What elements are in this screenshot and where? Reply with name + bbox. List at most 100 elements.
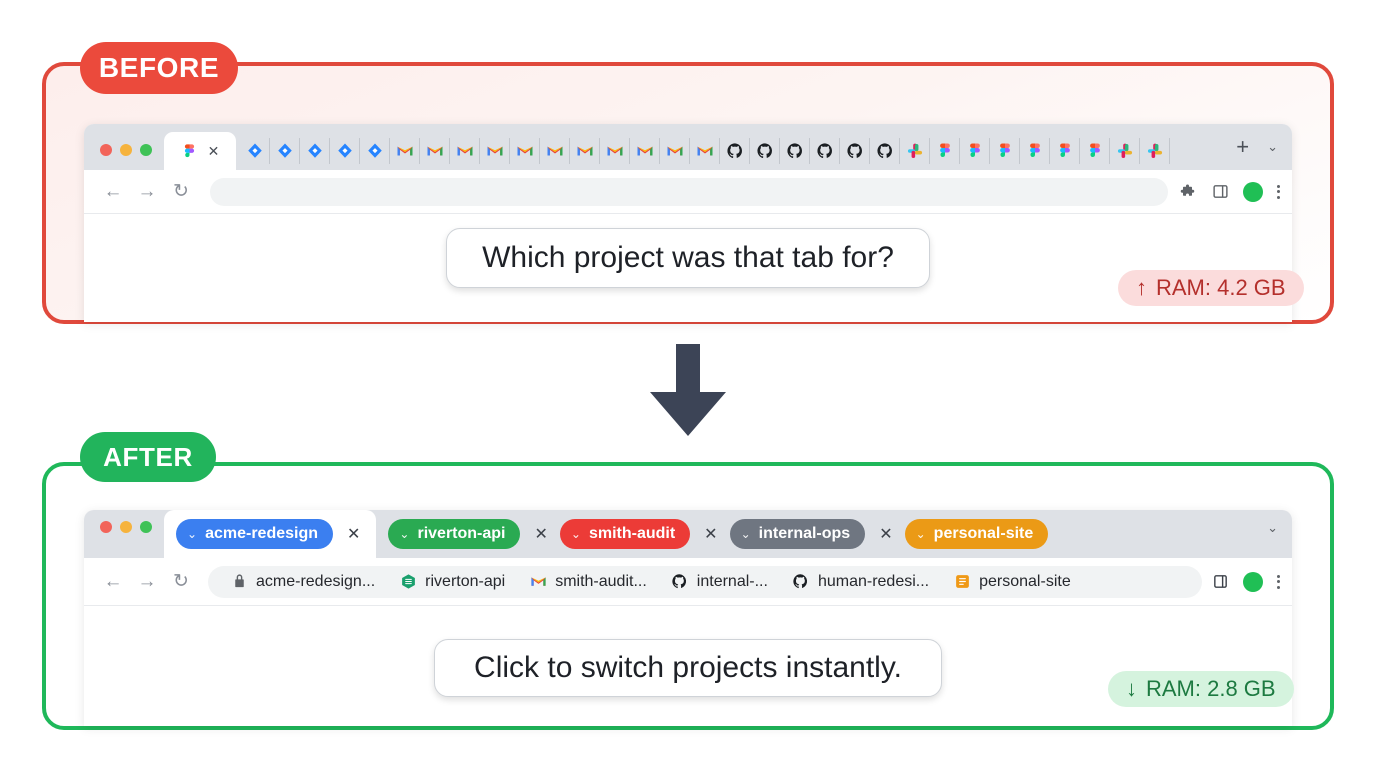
kebab-menu-icon[interactable]: [1277, 184, 1280, 199]
bookmark-label: internal-...: [696, 572, 768, 590]
before-tab-github-icon[interactable]: [810, 138, 840, 164]
before-tab-gmail-icon[interactable]: [390, 138, 420, 164]
profile-avatar[interactable]: [1243, 181, 1263, 202]
before-tabstrip-controls: + ⌄: [1226, 136, 1292, 170]
project-tab-personal-site[interactable]: ⌄ personal-site: [904, 519, 1049, 549]
maximize-window-button[interactable]: [140, 521, 152, 533]
side-panel-icon[interactable]: [1212, 573, 1229, 590]
after-tab-group: ⌄smith-audit ✕: [548, 519, 718, 549]
before-tab-gmail-icon[interactable]: [450, 138, 480, 164]
before-tab-gmail-icon[interactable]: [540, 138, 570, 164]
before-tab-gmail-icon[interactable]: [690, 138, 720, 164]
minimize-window-button[interactable]: [120, 521, 132, 533]
before-tab-gmail-icon[interactable]: [600, 138, 630, 164]
kebab-menu-icon[interactable]: [1277, 574, 1280, 589]
before-toolbar-icons: [1180, 181, 1280, 202]
window-traffic-lights-after: [94, 521, 164, 547]
bookmark-label: personal-site: [979, 572, 1071, 590]
bookmark-acme-redesign-[interactable]: acme-redesign...: [218, 573, 387, 591]
bookmark-smith-audit-[interactable]: smith-audit...: [517, 573, 659, 591]
arrow-up-icon: ↑: [1136, 275, 1147, 300]
reload-button[interactable]: ↻: [173, 571, 189, 592]
address-bar[interactable]: [210, 177, 1168, 206]
new-tab-button[interactable]: +: [1236, 134, 1250, 159]
note-icon: [953, 573, 971, 591]
chevron-down-icon[interactable]: ⌄: [570, 527, 581, 541]
project-tab-label: personal-site: [933, 525, 1034, 542]
before-tab-github-icon[interactable]: [840, 138, 870, 164]
bookmark-riverton-api[interactable]: riverton-api: [387, 573, 517, 591]
forward-button[interactable]: →: [137, 570, 157, 592]
after-tabstrip-controls: ⌄: [1257, 520, 1292, 548]
before-tab-gmail-icon[interactable]: [510, 138, 540, 164]
before-tab-github-icon[interactable]: [780, 138, 810, 164]
before-tab-slack-icon[interactable]: [1110, 138, 1140, 164]
reload-button[interactable]: ↻: [173, 181, 189, 202]
minimize-window-button[interactable]: [120, 144, 132, 156]
bookmark-internal-[interactable]: internal-...: [659, 573, 780, 591]
before-tab-figma-icon[interactable]: [930, 138, 960, 164]
before-tab-jira-icon[interactable]: [240, 138, 270, 164]
before-active-tab[interactable]: ✕: [164, 132, 236, 170]
before-tab-figma-icon[interactable]: [1080, 138, 1110, 164]
before-tab-jira-icon[interactable]: [300, 138, 330, 164]
project-tab-internal-ops[interactable]: ⌄internal-ops: [729, 519, 866, 549]
close-icon[interactable]: ✕: [704, 526, 718, 543]
window-traffic-lights: [94, 144, 164, 170]
before-browser-window: ✕ + ⌄ ← → ↻: [84, 124, 1292, 322]
profile-avatar[interactable]: [1243, 571, 1263, 592]
bookmark-human-redesi-[interactable]: human-redesi...: [780, 573, 941, 591]
after-badge: AFTER: [80, 432, 216, 482]
before-tab-github-icon[interactable]: [720, 138, 750, 164]
before-tab-gmail-icon[interactable]: [420, 138, 450, 164]
project-tab-riverton-api[interactable]: ⌄riverton-api: [388, 519, 521, 549]
close-window-button[interactable]: [100, 144, 112, 156]
before-tab-github-icon[interactable]: [750, 138, 780, 164]
after-project-tabs: ⌄acme-redesign✕⌄riverton-api✕⌄smith-audi…: [164, 510, 1049, 558]
before-tab-gmail-icon[interactable]: [480, 138, 510, 164]
after-tab-group: ⌄internal-ops ✕: [718, 519, 893, 549]
before-tab-figma-icon[interactable]: [960, 138, 990, 164]
project-tab-smith-audit[interactable]: ⌄smith-audit: [559, 519, 691, 549]
bookmark-personal-site[interactable]: personal-site: [941, 573, 1083, 591]
before-active-tab-close-icon[interactable]: ✕: [207, 143, 220, 159]
after-active-tab[interactable]: ⌄acme-redesign ✕: [164, 510, 377, 558]
before-tab-slack-icon[interactable]: [1140, 138, 1170, 164]
before-tab-figma-icon[interactable]: [990, 138, 1020, 164]
side-panel-icon[interactable]: [1212, 183, 1229, 200]
back-button[interactable]: ←: [103, 180, 123, 202]
before-ram-badge: ↑ RAM: 4.2 GB: [1118, 270, 1304, 306]
before-tab-jira-icon[interactable]: [330, 138, 360, 164]
gmail-icon: [529, 573, 547, 591]
close-window-button[interactable]: [100, 521, 112, 533]
before-tab-figma-icon[interactable]: [1050, 138, 1080, 164]
down-arrow-icon: [644, 344, 732, 436]
forward-button[interactable]: →: [137, 180, 157, 202]
before-tab-github-icon[interactable]: [870, 138, 900, 164]
chevron-down-icon[interactable]: ⌄: [399, 527, 410, 541]
close-icon[interactable]: ✕: [879, 526, 893, 543]
before-tab-gmail-icon[interactable]: [630, 138, 660, 164]
before-crowded-tabs[interactable]: [240, 132, 1226, 170]
chevron-down-icon[interactable]: ⌄: [740, 527, 751, 541]
before-tab-figma-icon[interactable]: [1020, 138, 1050, 164]
maximize-window-button[interactable]: [140, 144, 152, 156]
before-tab-jira-icon[interactable]: [270, 138, 300, 164]
chevron-down-icon[interactable]: ⌄: [915, 527, 926, 541]
extensions-puzzle-icon[interactable]: [1180, 183, 1198, 201]
figma-icon: [181, 143, 198, 160]
bookmark-label: human-redesi...: [817, 572, 930, 590]
project-tab-acme-redesign[interactable]: ⌄acme-redesign: [176, 519, 333, 549]
close-icon[interactable]: ✕: [534, 526, 548, 543]
before-tab-slack-icon[interactable]: [900, 138, 930, 164]
chevron-down-icon[interactable]: ⌄: [1267, 520, 1278, 535]
chevron-down-icon[interactable]: ⌄: [1267, 139, 1278, 154]
before-tab-jira-icon[interactable]: [360, 138, 390, 164]
chevron-down-icon[interactable]: ⌄: [187, 527, 198, 541]
close-icon[interactable]: ✕: [347, 526, 361, 543]
before-tab-gmail-icon[interactable]: [570, 138, 600, 164]
before-tab-gmail-icon[interactable]: [660, 138, 690, 164]
back-button[interactable]: ←: [103, 570, 123, 592]
